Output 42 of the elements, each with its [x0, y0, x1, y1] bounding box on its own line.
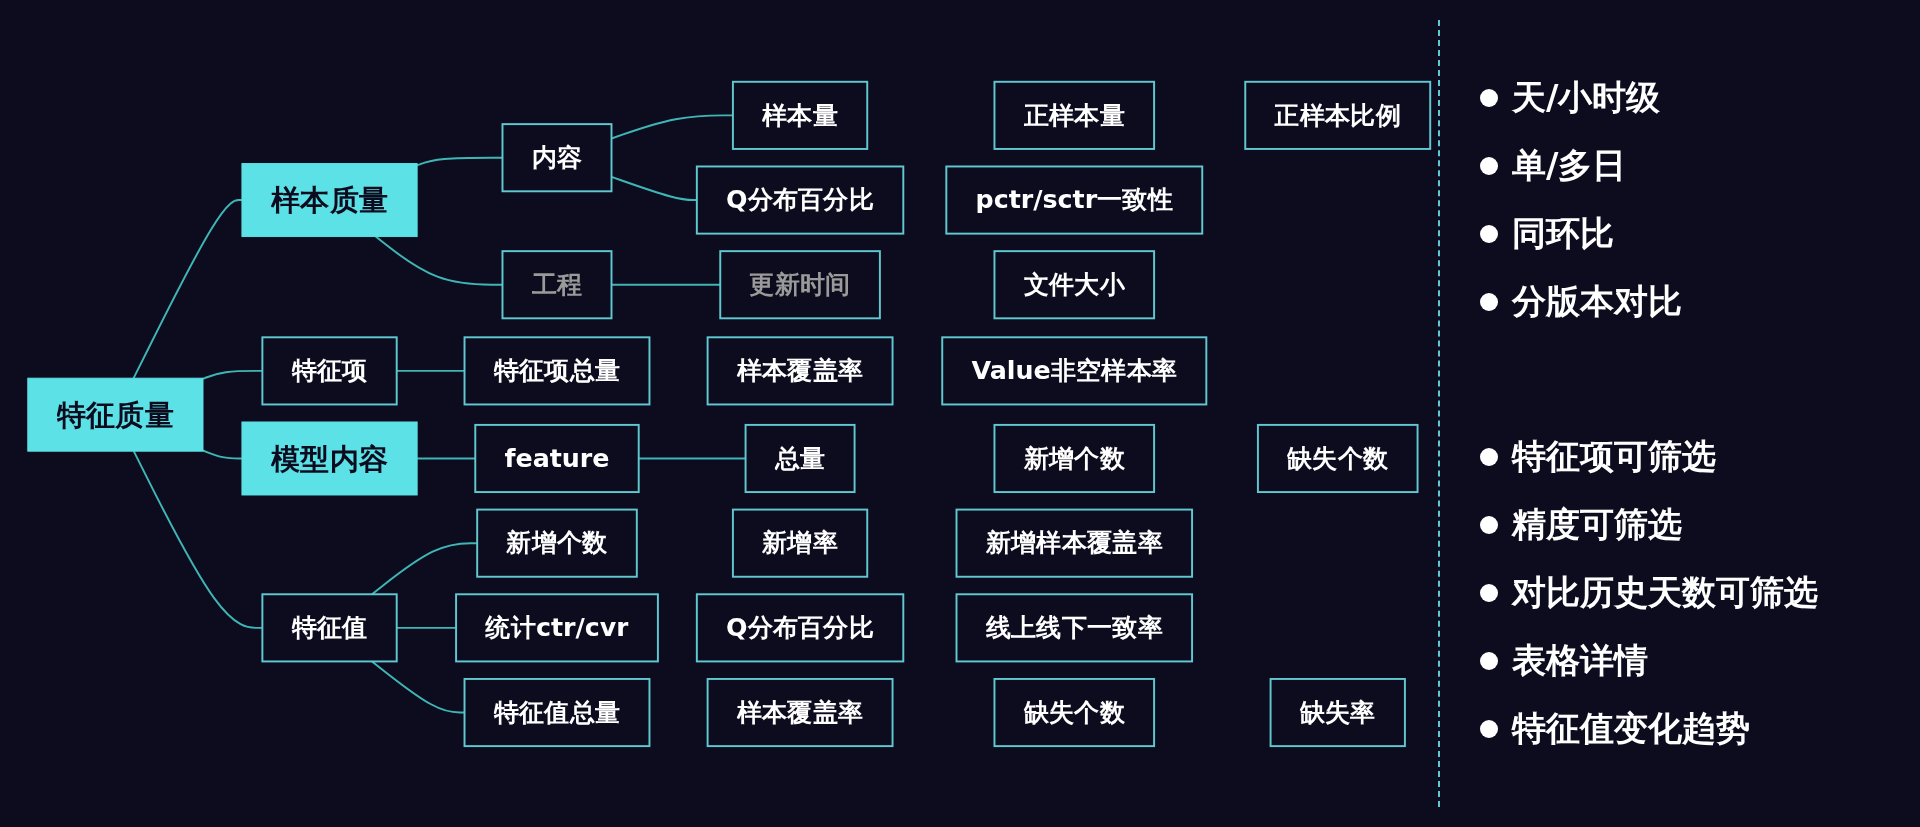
node-box: 缺失个数	[1256, 423, 1419, 493]
node-box: 线上线下一致率	[955, 592, 1194, 662]
node-box: 缺失个数	[993, 677, 1156, 747]
node-box: 样本覆盖率	[706, 335, 894, 405]
node-box: 样本覆盖率	[706, 677, 894, 747]
node-box: 正样本量	[993, 80, 1156, 150]
list-item-text: 单/多日	[1512, 143, 1627, 187]
node-box: 文件大小	[993, 249, 1156, 319]
list-item-text: 同环比	[1512, 211, 1614, 255]
node-box: 正样本比例	[1244, 80, 1432, 150]
list-item-text: 精度可筛选	[1512, 503, 1682, 547]
node-box: 统计ctr/cvr	[455, 592, 659, 662]
node-box: 特征项总量	[463, 335, 651, 405]
list-item-text: 天/小时级	[1512, 75, 1661, 119]
node-box: 样本量	[731, 80, 869, 150]
list-item-text: 特征项可筛选	[1512, 435, 1716, 479]
node-box: 总量	[744, 423, 856, 493]
node-box: 特征质量	[27, 377, 204, 452]
node-box: 更新时间	[719, 249, 881, 319]
node-box: 缺失率	[1269, 677, 1406, 747]
node-box: 特征项	[261, 335, 398, 405]
node-box: 新增率	[731, 508, 869, 578]
node-box: Q分布百分比	[695, 165, 905, 235]
node-box: 模型内容	[241, 421, 418, 495]
list-item-text: 对比历史天数可筛选	[1512, 571, 1818, 615]
node-box: 新增个数	[476, 508, 638, 578]
connector	[202, 449, 243, 459]
node-box: 内容	[501, 122, 613, 192]
node-box: 样本质量	[241, 162, 418, 237]
node-box: feature	[474, 423, 640, 493]
node-box: 工程	[501, 249, 613, 319]
node-box: 特征值	[261, 592, 398, 662]
list-item-text: 分版本对比	[1512, 279, 1682, 323]
list-item-text: 表格详情	[1512, 639, 1648, 683]
connector	[132, 198, 243, 379]
node-box: 新增样本覆盖率	[955, 508, 1194, 578]
node-box: Value非空样本率	[941, 335, 1208, 405]
node-box: 特征值总量	[463, 677, 651, 747]
node-box: Q分布百分比	[695, 592, 905, 662]
list-item-text: 特征值变化趋势	[1512, 707, 1750, 751]
node-box: 新增个数	[993, 423, 1156, 493]
node-box: pctr/sctr一致性	[945, 165, 1204, 235]
